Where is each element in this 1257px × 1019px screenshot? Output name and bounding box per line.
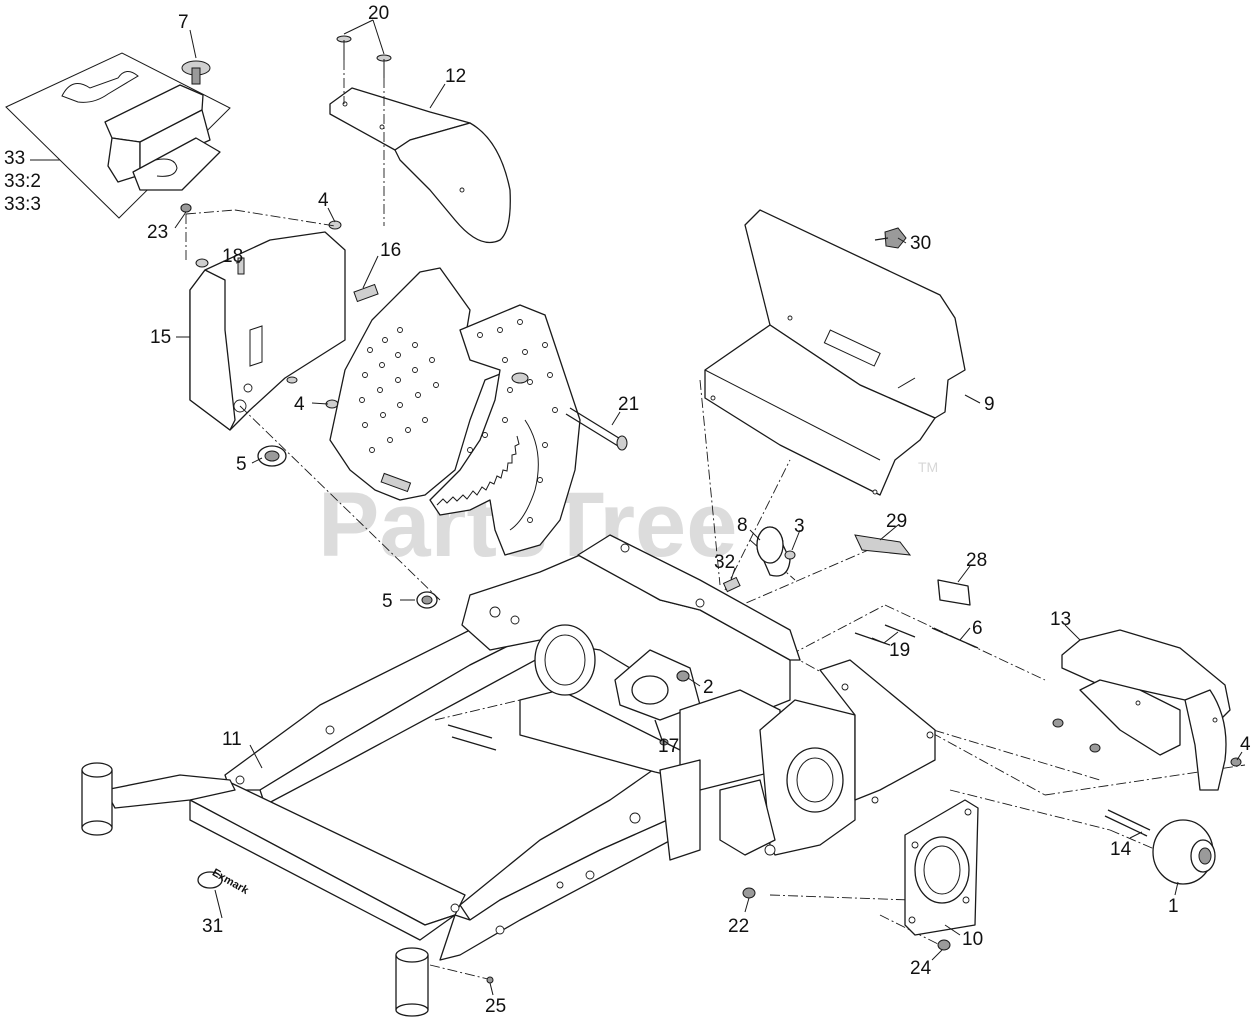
pin-part-21 — [565, 407, 628, 451]
callout-28: 28 — [966, 550, 987, 571]
leader-lines — [30, 19, 1243, 996]
callout-33-2: 33:2 — [4, 171, 41, 192]
callout-15: 15 — [150, 327, 171, 348]
callout-21: 21 — [618, 394, 639, 415]
callout-19: 19 — [889, 640, 910, 661]
callout-18: 18 — [222, 246, 243, 267]
callout-20: 20 — [368, 3, 389, 24]
callout-23: 23 — [147, 222, 168, 243]
callout-6: 6 — [972, 618, 983, 639]
decal-sheet-part-33 — [5, 52, 231, 219]
callout-25: 25 — [485, 996, 506, 1017]
callout-29: 29 — [886, 511, 907, 532]
callout-31: 31 — [202, 916, 223, 937]
nut-part-24 — [937, 939, 951, 951]
watermark-trademark: TM — [918, 459, 938, 475]
caster-wheel-part-1 — [1152, 819, 1216, 885]
decal-part-29 — [854, 534, 912, 556]
pin-part-6 — [931, 627, 979, 649]
callout-4-right: 4 — [1240, 734, 1251, 755]
callout-12: 12 — [445, 66, 466, 87]
washer-part-3 — [784, 550, 796, 560]
callout-11: 11 — [222, 729, 242, 750]
callout-5-upper: 5 — [236, 454, 247, 475]
bolts-part-20 — [336, 35, 392, 226]
pin-part-32 — [722, 576, 741, 593]
control-bracket-part-7 — [104, 60, 221, 213]
decal-part-28 — [937, 579, 971, 606]
grommet-part-5-lower — [416, 591, 438, 609]
callout-2: 2 — [703, 677, 714, 698]
callout-3: 3 — [794, 516, 805, 537]
cover-part-12 — [329, 87, 511, 244]
callout-9: 9 — [984, 394, 995, 415]
main-frame-part-11: Exmark — [81, 534, 936, 1017]
callout-10: 10 — [962, 929, 983, 950]
shield-plate-part-9 — [704, 209, 966, 496]
callout-4-middle: 4 — [294, 394, 305, 415]
callout-5-lower: 5 — [382, 591, 393, 612]
loose-bolts — [434, 699, 521, 751]
callout-17: 17 — [658, 736, 679, 757]
callout-33: 33 — [4, 148, 25, 169]
callout-1: 1 — [1168, 896, 1179, 917]
callout-33-3: 33:3 — [4, 194, 41, 215]
callout-32: 32 — [714, 552, 735, 573]
pin-part-14 — [1104, 809, 1151, 837]
nut-part-25 — [486, 976, 494, 984]
control-housing-part-15 — [189, 220, 379, 431]
callout-7: 7 — [178, 12, 189, 33]
rear-cover-part-13 — [1052, 629, 1242, 791]
callout-22: 22 — [728, 916, 749, 937]
brand-decal-part-31: Exmark — [197, 867, 251, 897]
callout-labels: 7 20 12 33 33:2 33:3 4 23 18 16 30 15 4 … — [4, 3, 1251, 1017]
flange-plate-part-10 — [904, 799, 979, 936]
bushing-part-8 — [756, 526, 791, 577]
callout-8: 8 — [737, 515, 748, 536]
sector-plate-right — [380, 304, 581, 556]
nut-part-23 — [180, 203, 192, 213]
callout-24: 24 — [910, 958, 932, 979]
callout-14: 14 — [1110, 839, 1132, 860]
knob-part-30 — [874, 227, 907, 249]
nut-part-22 — [742, 887, 756, 899]
bolt-part-17 — [654, 719, 669, 746]
callout-13: 13 — [1050, 609, 1071, 630]
callout-16: 16 — [380, 240, 401, 261]
grommet-part-5-upper — [257, 445, 287, 467]
callout-30: 30 — [910, 233, 931, 254]
nut-part-2 — [676, 670, 690, 682]
callout-4-upper: 4 — [318, 190, 329, 211]
